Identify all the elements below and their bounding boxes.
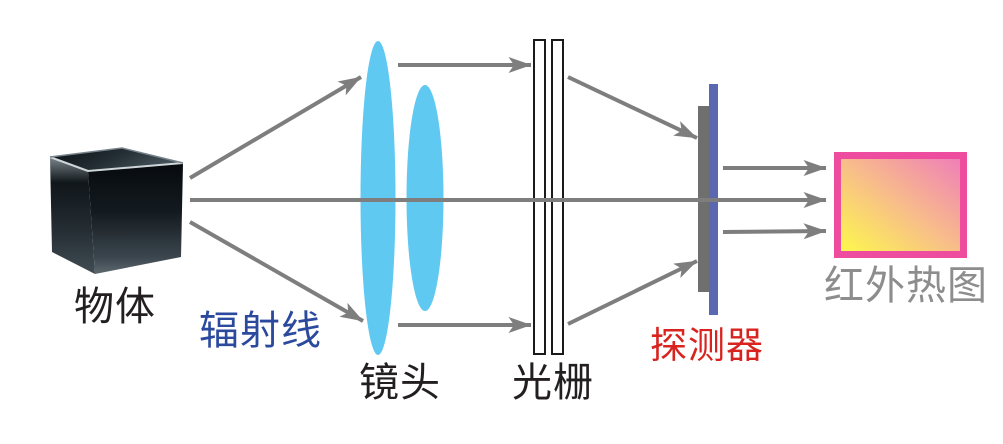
grating-slit-2 [551, 39, 564, 355]
cube-rim-highlight [49, 156, 184, 173]
ray-grating-to-detector-bottom [567, 259, 698, 326]
lens-label: 镜头 [359, 361, 441, 405]
radiation-rays [188, 57, 827, 333]
thermal-image [834, 152, 967, 258]
grating-slit-1 [533, 39, 546, 355]
cube-left-face [50, 157, 95, 274]
object-cube [49, 147, 184, 274]
ray-detector-to-image-bottom [722, 223, 827, 240]
ray-object-to-lens-bottom [189, 220, 364, 323]
ray-object-to-lens-top [188, 75, 363, 180]
detector-label: 探测器 [650, 325, 764, 366]
cube-front-face [88, 163, 183, 274]
thermal-image-label: 红外热图 [824, 264, 988, 308]
thermal-image-fill [841, 159, 960, 251]
radiation-rays-label: 辐射线 [199, 309, 322, 353]
cube-back-rim [49, 147, 184, 164]
ray-grating-to-detector-top [567, 75, 698, 140]
grating-label: 光栅 [512, 361, 594, 405]
object-label: 物体 [74, 285, 156, 329]
